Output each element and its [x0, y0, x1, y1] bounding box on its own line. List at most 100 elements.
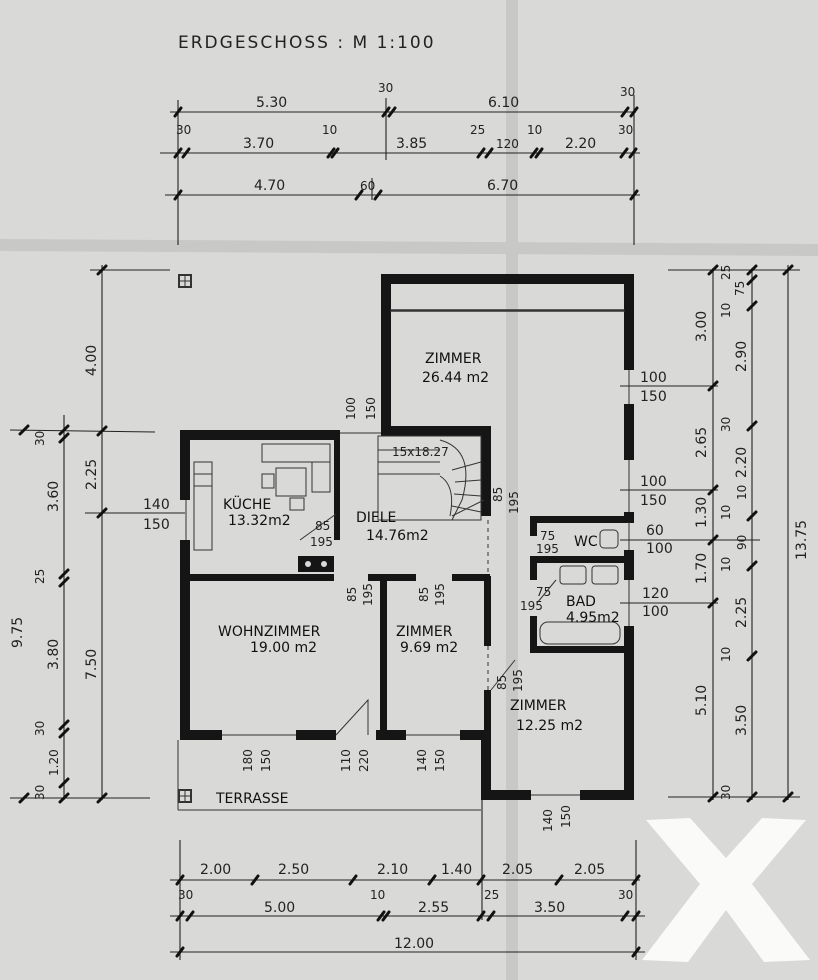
- dim-label: 75: [536, 585, 551, 599]
- bottom-dimension-chain: 2.00 2.50 2.10 1.40 2.05 2.05 30 5.00 10…: [170, 800, 645, 960]
- dim-label: 2.00: [200, 862, 231, 878]
- room-area: 13.32m2: [228, 513, 291, 529]
- dim-label: 15x18.27: [392, 445, 449, 459]
- dim-label: 100: [640, 474, 667, 490]
- dim-label: 120: [642, 586, 669, 602]
- dim-label: 1.40: [441, 862, 472, 878]
- dim-label: 2.25: [84, 459, 100, 490]
- dim-label: 3.85: [396, 136, 427, 152]
- dim-label: 3.60: [46, 481, 62, 512]
- dim-label: 150: [640, 389, 667, 405]
- chimney-marks: [178, 274, 192, 803]
- dim-label: 85: [491, 487, 505, 502]
- dim-label: 10: [719, 303, 733, 318]
- dim-label: 110: [339, 749, 353, 772]
- room-name: ZIMMER: [396, 624, 453, 640]
- top-dimension-chain: 5.30 30 6.10 30 30 3.70 10 3.85 25 120 1…: [160, 81, 640, 245]
- room-area: 9.69 m2: [400, 640, 458, 656]
- dim-label: 6.10: [488, 95, 519, 111]
- dim-label: 10: [370, 888, 385, 902]
- dim-label: 30: [176, 123, 191, 137]
- dim-label: 25: [719, 265, 733, 280]
- dim-label: 140: [143, 497, 170, 513]
- dim-label: 150: [259, 749, 273, 772]
- dim-label: 2.25: [734, 597, 750, 628]
- dim-label: 195: [536, 542, 559, 556]
- dim-label: 2.05: [502, 862, 533, 878]
- plan-title: ERDGESCHOSS : M 1:100: [178, 33, 436, 53]
- terrace-label: TERRASSE: [215, 791, 288, 807]
- right-dimension-chain: 3.00 2.90 2.65 2.20 1.30 90 1.70 2.25 5.…: [620, 264, 810, 803]
- dim-label: 5.30: [256, 95, 287, 111]
- raiffeisen-gable-cross-icon: [642, 818, 810, 962]
- dim-label: 30: [33, 431, 47, 446]
- dim-label: 30: [719, 785, 733, 800]
- dim-label: 30: [618, 123, 633, 137]
- dim-label: 10: [719, 647, 733, 662]
- dim-label: 75: [733, 281, 747, 296]
- paper-fold: [0, 239, 818, 256]
- dim-label: 13.75: [794, 520, 810, 560]
- room-area: 26.44 m2: [422, 370, 489, 386]
- dim-label: 5.10: [694, 685, 710, 716]
- room-area: 19.00 m2: [250, 640, 317, 656]
- dim-label: 30: [618, 888, 633, 902]
- dim-label: 2.10: [377, 862, 408, 878]
- dim-label: 195: [511, 669, 525, 692]
- dim-label: 30: [719, 417, 733, 432]
- dim-label: 4.00: [84, 345, 100, 376]
- dim-label: 85: [345, 587, 359, 602]
- dim-label: 30: [178, 888, 193, 902]
- windows: [185, 370, 630, 796]
- left-dimension-chain: 9.75 30 3.60 25 3.80 30 1.20 30 4.00 2.2…: [9, 264, 185, 804]
- dim-label: 75: [540, 529, 555, 543]
- room-name: WC: [574, 534, 598, 550]
- dim-label: 195: [520, 599, 543, 613]
- dim-label: 85: [495, 675, 509, 690]
- dim-label: 2.55: [418, 900, 449, 916]
- dim-label: 120: [496, 137, 519, 151]
- dim-label: 3.00: [694, 311, 710, 342]
- dim-label: 140: [415, 749, 429, 772]
- room-name: DIELE: [356, 510, 396, 526]
- room-name: KÜCHE: [223, 495, 271, 513]
- room-name: ZIMMER: [425, 351, 482, 367]
- dim-label: 1.20: [47, 749, 61, 776]
- room-name: WOHNZIMMER: [218, 624, 321, 640]
- dim-label: 3.50: [734, 705, 750, 736]
- dim-label: 85: [315, 519, 330, 533]
- dim-label: 30: [33, 785, 47, 800]
- dim-label: 9.75: [10, 617, 26, 648]
- dim-label: 150: [143, 517, 170, 533]
- dim-label: 2.50: [278, 862, 309, 878]
- dim-label: 4.70: [254, 178, 285, 194]
- opening-dimensions: 100 150 15x18.27 85 195 85 195 75 195 85…: [241, 397, 573, 832]
- dim-label: 12.00: [394, 936, 434, 952]
- dim-label: 100: [642, 604, 669, 620]
- room-area: 12.25 m2: [516, 718, 583, 734]
- dim-label: 85: [417, 587, 431, 602]
- dim-label: 10: [719, 505, 733, 520]
- dim-label: 3.70: [243, 136, 274, 152]
- dim-label: 195: [310, 535, 333, 549]
- dim-label: 25: [484, 888, 499, 902]
- dim-label: 3.50: [534, 900, 565, 916]
- dim-label: 100: [646, 541, 673, 557]
- dim-label: 1.70: [694, 553, 710, 584]
- dim-label: 100: [640, 370, 667, 386]
- dim-label: 1.30: [694, 497, 710, 528]
- dim-label: 220: [357, 749, 371, 772]
- walls: [180, 274, 634, 800]
- door-swings: [299, 499, 557, 736]
- dim-label: 140: [541, 809, 555, 832]
- dim-label: 10: [527, 123, 542, 137]
- dim-label: 150: [433, 749, 447, 772]
- room-name: BAD: [566, 594, 596, 610]
- dim-label: 2.90: [734, 341, 750, 372]
- dim-label: 2.65: [694, 427, 710, 458]
- room-area: 4.95m2: [566, 610, 620, 626]
- room-area: 14.76m2: [366, 528, 429, 544]
- dim-label: 2.20: [565, 136, 596, 152]
- dim-label: 195: [361, 583, 375, 606]
